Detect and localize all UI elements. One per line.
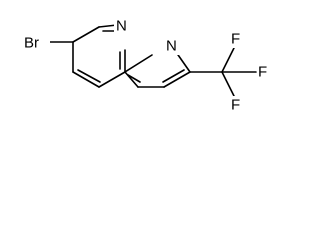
fluorine-top-label: F xyxy=(231,31,240,48)
bond-c8a-n8 xyxy=(124,54,153,73)
fluorine-top-label-bg xyxy=(230,30,244,48)
bond-c5-c4a-double xyxy=(77,69,101,83)
bond-c-f-bottom xyxy=(221,71,235,97)
bond-c4a-c8a xyxy=(98,71,126,88)
bromine-label: Br xyxy=(24,35,39,52)
bond-c7-c6-right-double xyxy=(162,69,185,83)
nitrogen-8-label-bg xyxy=(164,37,182,55)
chemical-structure-diagram: Br N N F F F xyxy=(22,17,271,114)
nitrogen-8-label: N xyxy=(166,38,177,55)
nitrogen-1-label-bg xyxy=(114,17,132,35)
bromine-label-bg xyxy=(22,33,50,51)
bond-c5-c4a-right-double xyxy=(127,74,141,83)
fluorine-bottom-label: F xyxy=(231,97,240,114)
atom-labels: Br N N F F F xyxy=(22,17,271,114)
bond-c5-c4a-right xyxy=(124,71,139,88)
bond-c7-c6-right xyxy=(163,71,191,88)
right-ring-bonds xyxy=(124,51,223,88)
bond-c7-c6 xyxy=(72,26,100,43)
bond-c5-c4a xyxy=(72,71,100,88)
fluorine-bottom-label-bg xyxy=(230,96,244,114)
fluorine-right-label: F xyxy=(258,64,267,81)
fluorine-right-label-bg xyxy=(257,63,271,81)
bond-c-f-top xyxy=(221,47,235,73)
nitrogen-1-label: N xyxy=(116,18,127,35)
cf3-bonds xyxy=(221,47,257,97)
bond-n8-c7 xyxy=(175,51,191,73)
left-ring-bonds xyxy=(72,24,126,88)
